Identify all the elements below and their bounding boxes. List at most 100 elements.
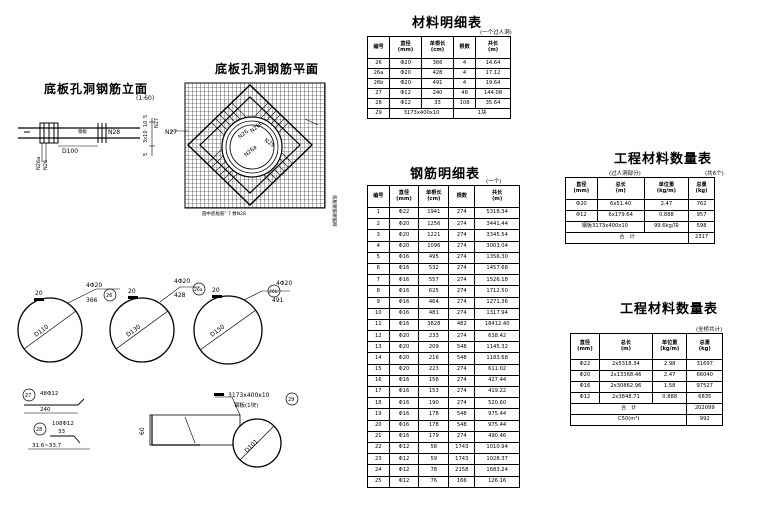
qty1-h-3: 总重 (kg): [688, 177, 715, 200]
table-cell: 17: [367, 385, 390, 399]
hoop-details: 4Φ20 26 366 20 D110 4Φ20 26a 428 20 D130…: [17, 278, 292, 365]
table-cell: 1356.30: [474, 251, 520, 264]
table-cell: 19: [367, 408, 390, 421]
table-cell: 1221: [418, 229, 450, 242]
qty2-title: 工程材料数量表: [620, 302, 719, 317]
table-cell: 209: [418, 341, 450, 354]
table-cell: 2x5318.34: [598, 359, 653, 371]
table-cell: 1096: [418, 240, 450, 253]
table-cell: 5: [367, 251, 390, 264]
table-cell: Φ20: [388, 240, 420, 253]
d26b-len: 491: [272, 297, 284, 304]
table-cell: 3345.54: [474, 229, 520, 242]
table-cell: 366: [421, 58, 455, 69]
table-cell: 274: [448, 229, 476, 242]
qty1-h-1: 总长 (m): [596, 177, 645, 200]
table-cell: 1712.50: [474, 285, 520, 298]
elev-dim-5b: 5: [143, 115, 149, 118]
table-cell: 1: [367, 206, 390, 220]
table-cell: 48: [453, 88, 477, 99]
d27-label: 48Φ12: [40, 391, 58, 397]
table-cell: 18412.40: [474, 318, 520, 332]
d26a-top: 20: [128, 288, 136, 295]
table-cell: Φ16: [388, 262, 420, 276]
table-cell: 1743: [448, 441, 476, 455]
table-cell: 13: [367, 341, 390, 354]
table-cell: Φ16: [388, 296, 420, 309]
table-cell: 1183.68: [474, 352, 520, 365]
table-cell: 223: [418, 363, 450, 376]
table-cell: Φ20: [388, 218, 420, 231]
table-cell: 481: [418, 307, 450, 320]
table-cell: 108: [453, 98, 477, 109]
d29-sub: 钢板(1块): [234, 401, 258, 409]
table-cell: Φ12: [389, 88, 423, 99]
d26a-mark: 26a: [194, 287, 203, 293]
mat-h-1: 直径 (mm): [389, 36, 423, 59]
table-cell: 17.12: [475, 68, 511, 79]
mat-h-2: 单根长 (cm): [421, 36, 455, 59]
table-cell: Φ20: [570, 370, 600, 382]
table-cell: Φ20: [388, 330, 420, 343]
table-cell: 548: [448, 341, 476, 354]
elev-label-d100: D100: [62, 148, 78, 155]
table-cell: 274: [448, 274, 476, 287]
table-cell: 274: [448, 251, 476, 264]
table-cell: 274: [448, 385, 476, 399]
table-cell: 24: [367, 464, 390, 477]
table-cell: 975.44: [474, 419, 520, 432]
table-cell: 1010.94: [474, 441, 520, 455]
table-cell: Φ12: [388, 453, 420, 466]
table-cell: 15: [367, 363, 390, 376]
elev-label-slab: 钢板: [78, 128, 87, 135]
table-cell: Φ16: [388, 251, 420, 264]
table-cell: 6: [367, 262, 390, 276]
table-cell: 21: [367, 430, 390, 443]
d26b-mark: 26b: [269, 289, 278, 295]
table-cell: Φ16: [388, 419, 420, 432]
table-cell: 2158: [448, 464, 476, 477]
table-cell: 1256: [418, 218, 450, 231]
table-cell: 6835: [686, 392, 723, 404]
table-cell: 66040: [686, 370, 723, 382]
qty2-h-0: 直径 (mm): [570, 333, 600, 360]
table-cell: Φ20: [389, 78, 423, 89]
d26a-label: 4Φ20: [174, 278, 190, 285]
elev-dim-10: 10: [143, 121, 149, 127]
table-cell: 274: [448, 240, 476, 253]
table-cell: 1526.18: [474, 274, 520, 287]
d26-top: 20: [35, 290, 43, 297]
table-cell: Φ20: [388, 352, 420, 365]
elev-label-n26: N26: [43, 160, 49, 170]
table-cell: 482: [448, 318, 476, 332]
table-cell: 274: [448, 430, 476, 443]
table-cell: 274: [448, 285, 476, 298]
mat-h-4: 共长 (m): [475, 36, 511, 59]
d28-range: 31.6~33.7: [32, 443, 62, 449]
elevation-title: 底板孔洞钢筋立面: [44, 82, 149, 96]
table-cell: 464: [418, 296, 450, 309]
table-cell: Φ16: [388, 374, 420, 388]
table-cell: Φ16: [388, 430, 420, 443]
table-cell: 274: [448, 262, 476, 276]
rebar-h-1: 直径 (mm): [388, 185, 420, 208]
table-cell: 59: [418, 453, 450, 466]
